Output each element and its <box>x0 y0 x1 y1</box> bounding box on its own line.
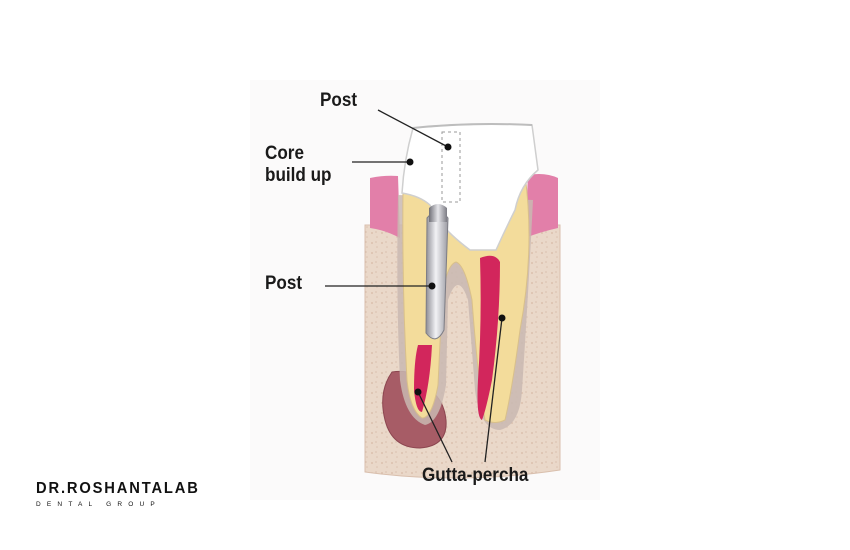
logo-name: DR.ROSHANTALAB <box>36 480 200 497</box>
leader-dot-post-top <box>444 143 452 151</box>
label-core-build-up: Core build up <box>265 143 331 187</box>
leader-dot-gutta-left <box>414 388 422 396</box>
logo-subtitle: DENTAL GROUP <box>36 501 161 508</box>
core-top-edge <box>412 123 533 129</box>
post-dashed-outline <box>441 131 461 203</box>
label-gutta-percha: Gutta-percha <box>422 465 529 486</box>
leader-dot-post-mid <box>428 282 436 290</box>
label-post-top: Post <box>320 90 358 111</box>
label-post-middle: Post <box>265 273 303 294</box>
label-core-line1: Core <box>265 143 304 164</box>
gum-right <box>525 174 558 238</box>
metal-post <box>425 211 449 340</box>
brand-logo: DR.ROSHANTALAB DENTAL GROUP <box>36 480 200 508</box>
leader-gutta-left <box>417 391 453 463</box>
metal-post-head <box>429 204 447 222</box>
gutta-percha-right-canal <box>477 255 500 420</box>
leader-dot-gutta-right <box>498 314 506 322</box>
gum-left <box>370 175 400 238</box>
leader-post-top <box>377 109 449 148</box>
leader-dot-core <box>406 158 414 166</box>
leader-gutta-right <box>484 317 503 463</box>
label-core-line2: build up <box>265 165 332 186</box>
